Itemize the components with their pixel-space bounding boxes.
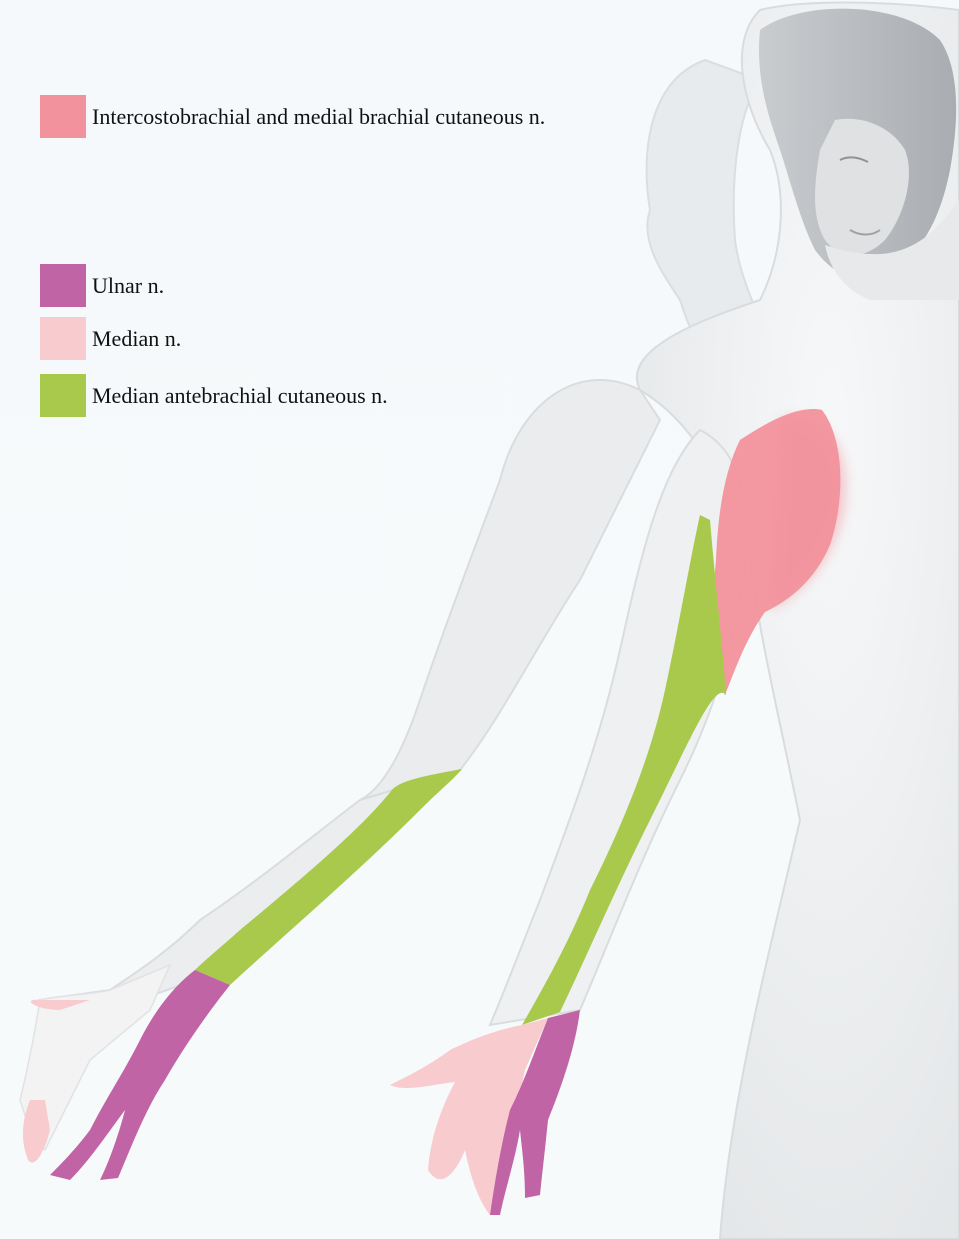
legend-item-intercostobrachial: Intercostobrachial and medial brachial c… bbox=[40, 95, 545, 138]
legend-swatch-ulnar bbox=[40, 264, 86, 307]
legend-item-median: Median n. bbox=[40, 317, 181, 360]
legend-item-median-antebrachial: Median antebrachial cutaneous n. bbox=[40, 374, 388, 417]
legend-swatch-median bbox=[40, 317, 86, 360]
legend-swatch-intercostobrachial bbox=[40, 95, 86, 138]
legend-label-median-antebrachial: Median antebrachial cutaneous n. bbox=[92, 383, 388, 409]
legend-label-intercostobrachial: Intercostobrachial and medial brachial c… bbox=[92, 104, 545, 130]
rear-arm-green-region bbox=[195, 769, 462, 985]
legend-swatch-median-antebrachial bbox=[40, 374, 86, 417]
legend-item-ulnar: Ulnar n. bbox=[40, 264, 164, 307]
legend-label-median: Median n. bbox=[92, 326, 181, 352]
legend-label-ulnar: Ulnar n. bbox=[92, 273, 164, 299]
